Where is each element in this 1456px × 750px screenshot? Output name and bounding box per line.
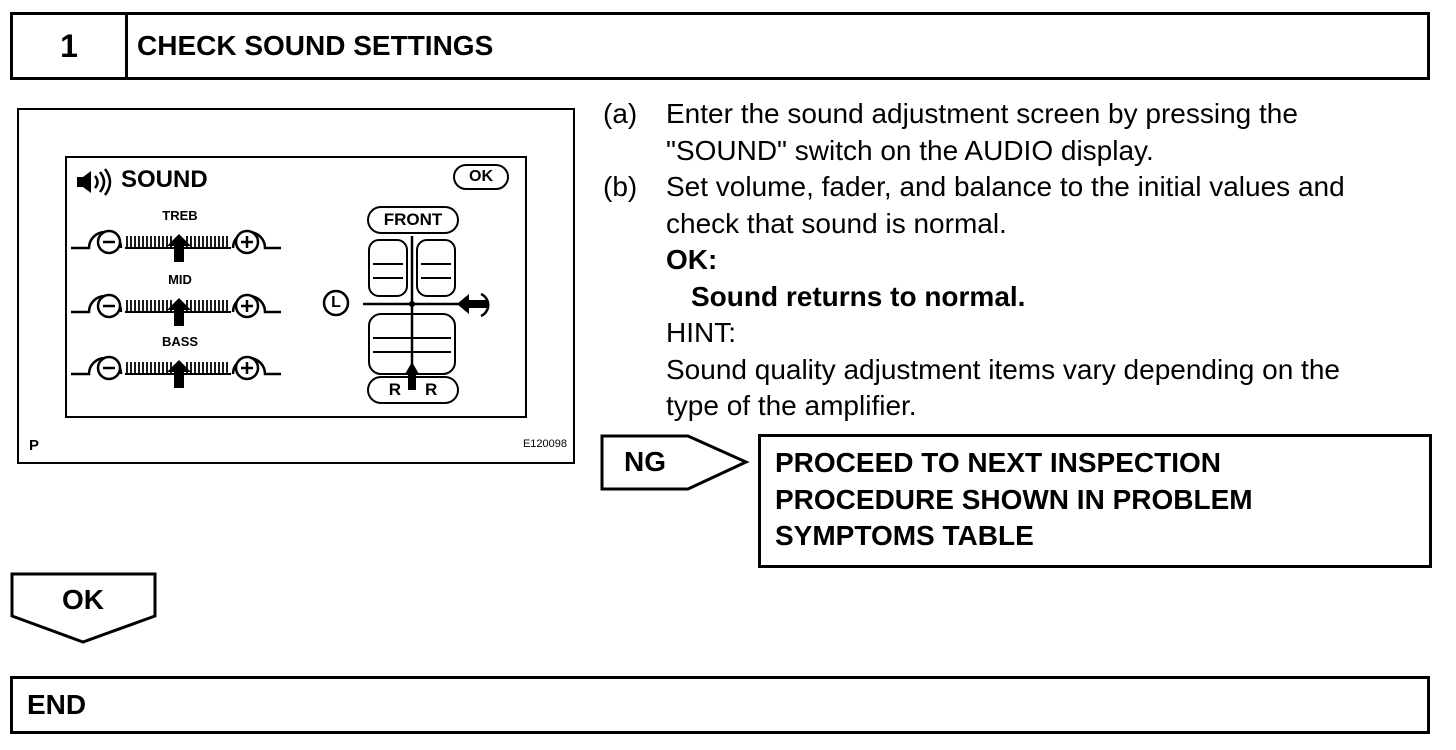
ng-arrow-shape [600, 434, 750, 491]
figure-corner-label: P [29, 437, 40, 454]
eq-sliders [69, 229, 283, 390]
ng-label: NG [624, 446, 666, 477]
step-title: CHECK SOUND SETTINGS [137, 30, 494, 61]
figure-code: E120098 [522, 438, 567, 450]
eq-label-mid: MID [168, 272, 192, 287]
sound-screen-title: SOUND [121, 166, 208, 193]
ok-flow-label: OK [62, 584, 104, 615]
ng-line3: SYMPTOMS TABLE [775, 520, 1034, 551]
left-label: L [331, 294, 341, 311]
instruction-b: (b) Set volume, fader, and balance to th… [603, 169, 1433, 242]
eq-label-treb: TREB [162, 208, 198, 223]
step-header: 1 CHECK SOUND SETTINGS [10, 12, 1430, 80]
instruction-b-marker: (b) [603, 171, 638, 202]
rear-label-right: R [425, 380, 438, 399]
sound-screen-figure: SOUND OK TREB MID BASS [17, 108, 575, 464]
rear-label: R [388, 380, 401, 399]
ng-arrow: NG [602, 438, 746, 490]
screen-ok-button[interactable]: OK [453, 164, 509, 190]
ok-heading: OK: [666, 244, 718, 275]
ng-line1: PROCEED TO NEXT INSPECTION [775, 447, 1221, 478]
instruction-b-line1: Set volume, fader, and balance to the in… [666, 171, 1345, 202]
speaker-icon [77, 168, 112, 196]
ok-result: Sound returns to normal. [691, 280, 1026, 312]
instructions: (a) Enter the sound adjustment screen by… [603, 96, 1433, 425]
end-box: END [10, 676, 1430, 734]
left-label-circle [322, 289, 350, 317]
hint-line1: Sound quality adjustment items vary depe… [666, 353, 1340, 385]
car-seat-icon [363, 236, 490, 390]
instruction-a-marker: (a) [603, 98, 638, 129]
eq-label-bass: BASS [161, 334, 199, 349]
step-number: 1 [13, 15, 128, 77]
front-button[interactable]: FRONT [367, 206, 459, 234]
hint-line2: type of the amplifier. [666, 390, 917, 421]
sound-screen: SOUND OK TREB MID BASS [65, 156, 527, 418]
instruction-a-line1: Enter the sound adjustment screen by pre… [666, 98, 1298, 129]
ok-arrow-shape [10, 572, 157, 644]
ng-line2: PROCEDURE SHOWN IN PROBLEM [775, 483, 1253, 515]
hint-label: HINT: [666, 317, 736, 348]
end-label: END [27, 689, 87, 720]
instruction-b-line2: check that sound is normal. [666, 207, 1007, 239]
instruction-a-line2: "SOUND" switch on the AUDIO display. [666, 134, 1154, 166]
ng-result-box: PROCEED TO NEXT INSPECTION PROCEDURE SHO… [758, 434, 1432, 568]
instruction-a: (a) Enter the sound adjustment screen by… [603, 96, 1433, 169]
